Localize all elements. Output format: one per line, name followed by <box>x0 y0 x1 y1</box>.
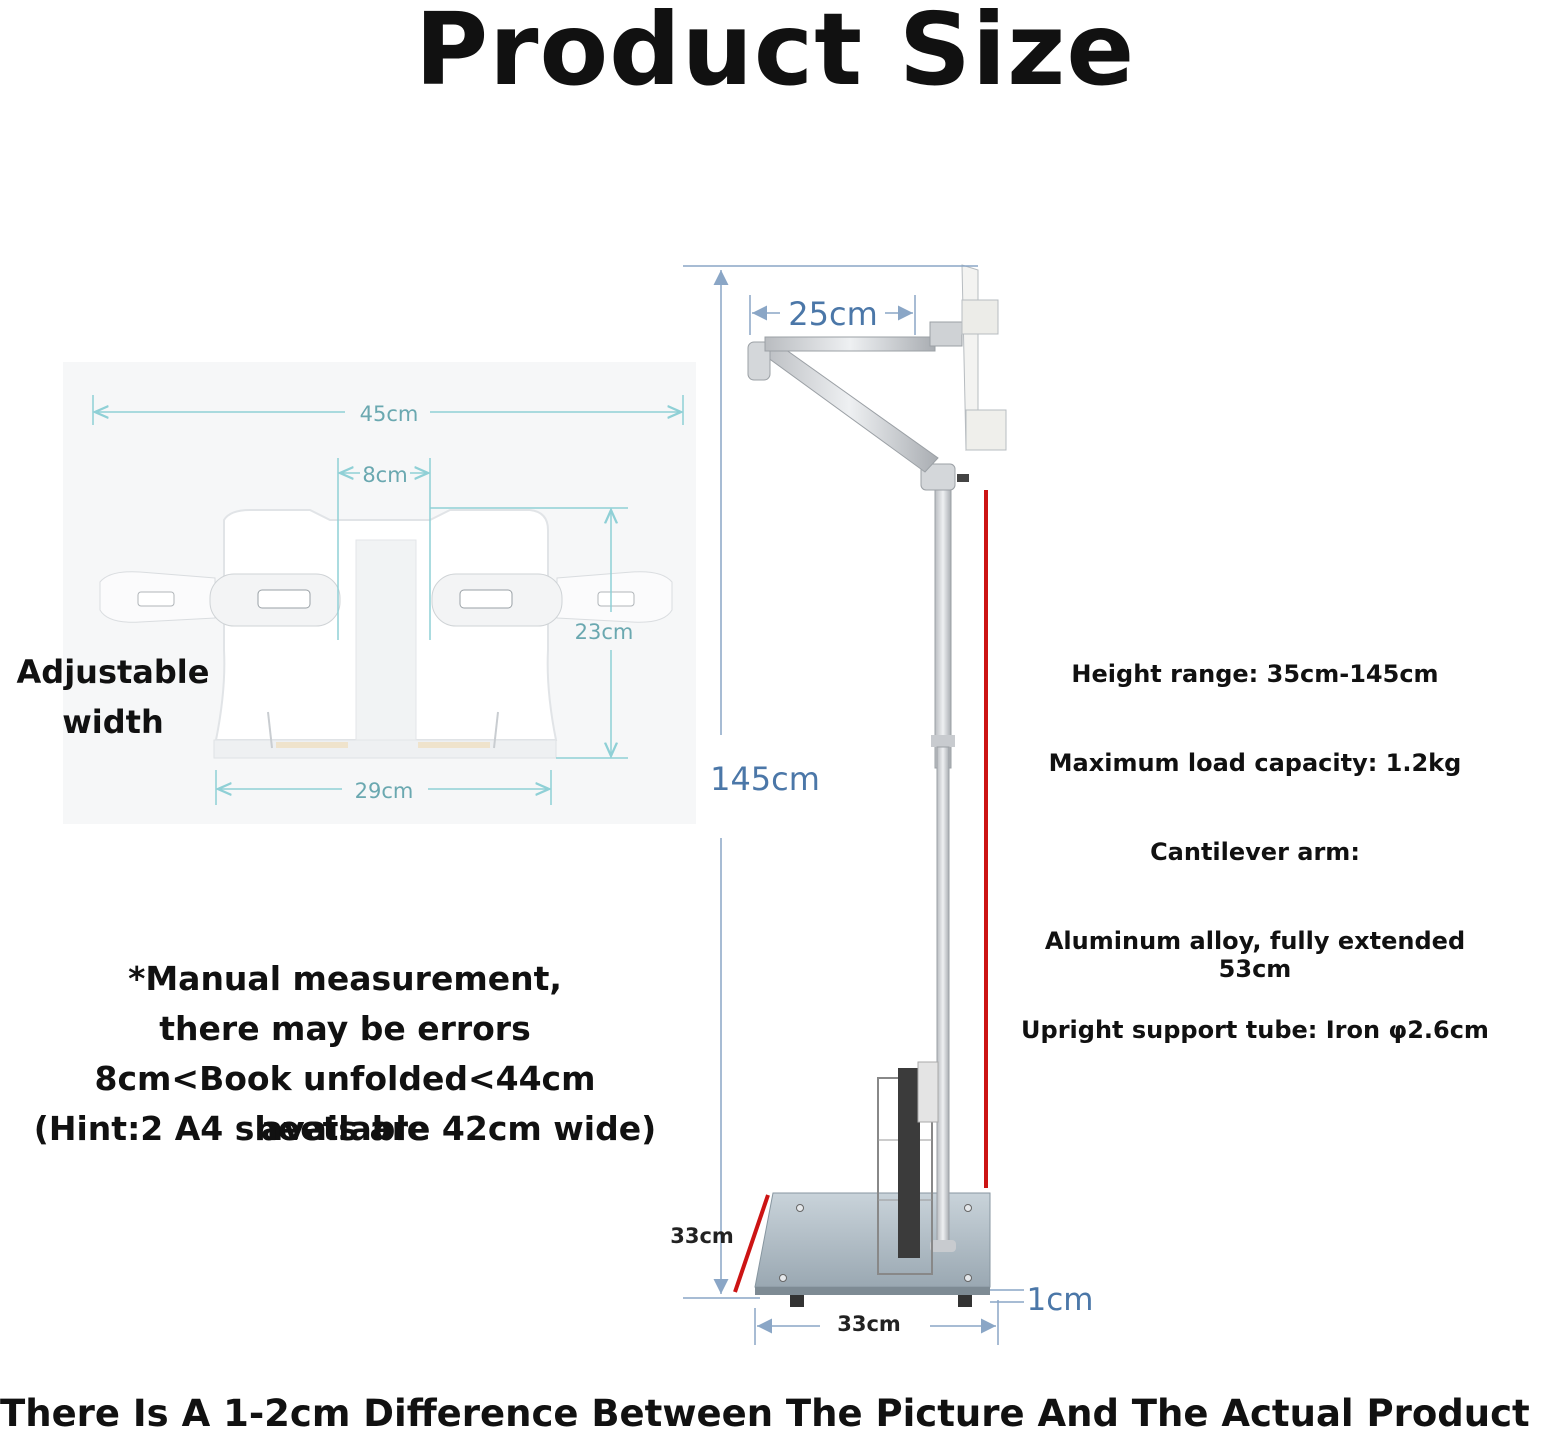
note-line: (Hint:2 A4 sheets are 42cm wide) <box>33 1109 657 1148</box>
footer-disclaimer: There Is A 1-2cm Difference Between The … <box>0 1392 1530 1435</box>
holder-dimensions <box>92 395 684 805</box>
stand-dimensions <box>683 265 1024 1345</box>
spec-support-tube: Upright support tube: Iron φ2.6cm <box>1021 1016 1489 1044</box>
dim-label-width: 45cm <box>360 402 419 426</box>
spec-cantilever-arm: Cantilever arm: <box>1150 838 1360 866</box>
dim-label-base-depth: 33cm <box>670 1224 734 1248</box>
adjustable-width-label: Adjustable width <box>16 653 210 741</box>
dim-label-height: 23cm <box>575 620 634 644</box>
spec-arm-material: Aluminum alloy, fully extended 53cm <box>1044 927 1466 983</box>
page-title: Product Size <box>414 0 1136 108</box>
book-holder <box>99 509 673 759</box>
spec-height-range: Height range: 35cm-145cm <box>1071 660 1439 688</box>
note-line: there may be errors <box>159 1009 531 1048</box>
floor-stand <box>747 264 1007 1307</box>
dim-label-arm: 25cm <box>788 295 877 333</box>
red-height-markers <box>733 490 988 1293</box>
note-line: 8cm<Book unfolded<44cm available <box>94 1059 596 1148</box>
dim-label-base-thickness: 1cm <box>1027 1282 1094 1318</box>
spec-max-load: Maximum load capacity: 1.2kg <box>1048 749 1462 777</box>
dim-label-total-height: 145cm <box>710 760 820 798</box>
dim-label-base-width: 33cm <box>837 1312 901 1336</box>
dim-label-gap: 8cm <box>362 463 407 487</box>
note-line: *Manual measurement, <box>128 959 562 998</box>
product-illustration: 45cm 8cm 23cm 29cm <box>92 264 1094 1345</box>
dim-label-base-width: 29cm <box>355 779 414 803</box>
